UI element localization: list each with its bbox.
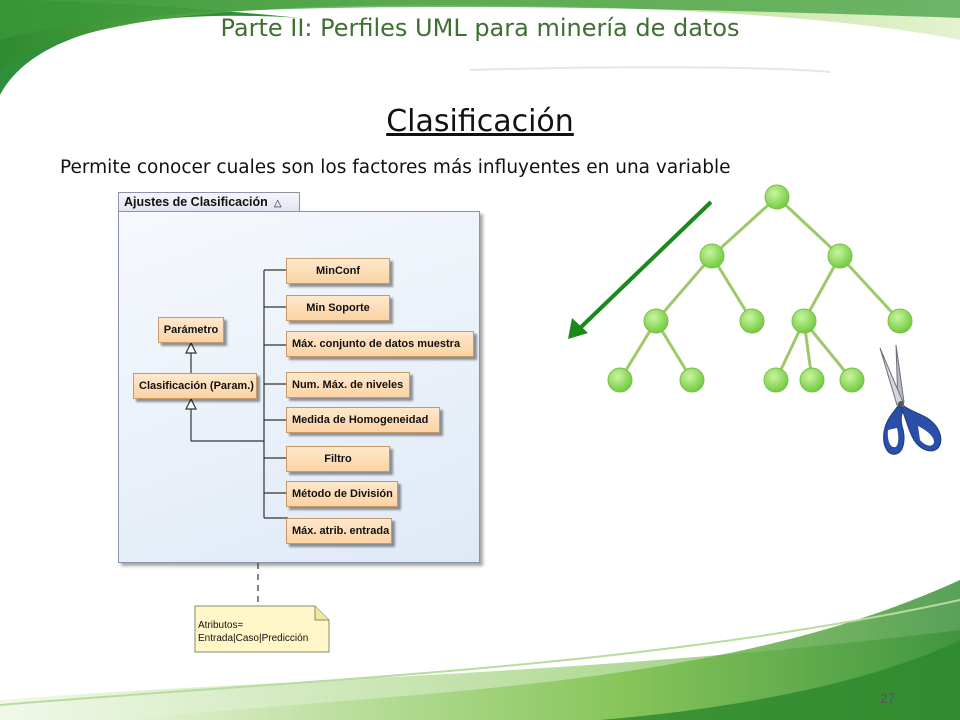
note-line-1: Atributos= bbox=[198, 620, 244, 631]
uml-note-text: Atributos= Entrada|Caso|Predicción bbox=[198, 619, 308, 645]
collapse-triangle-icon: △ bbox=[273, 198, 282, 209]
tree-node bbox=[799, 367, 825, 393]
tree-node bbox=[887, 308, 913, 334]
package-tab: Ajustes de Clasificación △ bbox=[118, 192, 300, 212]
slide-body-text: Permite conocer cuales son los factores … bbox=[60, 157, 731, 178]
tree-node bbox=[763, 367, 789, 393]
tree-node bbox=[764, 184, 790, 210]
uml-setting-item: Min Soporte bbox=[286, 295, 390, 321]
uml-setting-item: MinConf bbox=[286, 258, 390, 284]
scissors-icon bbox=[879, 344, 942, 455]
tree-node bbox=[839, 367, 865, 393]
slide-heading: Clasificación bbox=[386, 104, 574, 139]
pruning-arrow-icon bbox=[568, 200, 713, 339]
tree-node bbox=[827, 243, 853, 269]
top-swoosh bbox=[0, 0, 960, 95]
slide-title: Parte II: Perfiles UML para minería de d… bbox=[220, 14, 740, 42]
bottom-swoosh bbox=[0, 580, 960, 720]
uml-class-clasificacion: Clasificación (Param.) bbox=[133, 373, 257, 399]
tree-node bbox=[699, 243, 725, 269]
uml-class-parametro: Parámetro bbox=[158, 317, 224, 343]
tree-node bbox=[607, 367, 633, 393]
package-name: Ajustes de Clasificación bbox=[124, 195, 268, 209]
tree-nodes bbox=[607, 184, 913, 393]
uml-note bbox=[194, 605, 330, 653]
tree-node bbox=[679, 367, 705, 393]
tree-node bbox=[791, 308, 817, 334]
uml-setting-item: Medida de Homogeneidad bbox=[286, 407, 440, 433]
uml-setting-item: Máx. atrib. entrada bbox=[286, 518, 392, 544]
uml-setting-item: Método de División bbox=[286, 481, 398, 507]
tree-node bbox=[643, 308, 669, 334]
page-number: 27 bbox=[880, 690, 896, 706]
note-line-2: Entrada|Caso|Predicción bbox=[198, 633, 309, 644]
tree-edges bbox=[618, 195, 902, 381]
uml-setting-item: Num. Máx. de niveles bbox=[286, 372, 410, 398]
tree-node bbox=[739, 308, 765, 334]
uml-setting-item: Filtro bbox=[286, 446, 390, 472]
uml-setting-item: Máx. conjunto de datos muestra bbox=[286, 331, 474, 357]
